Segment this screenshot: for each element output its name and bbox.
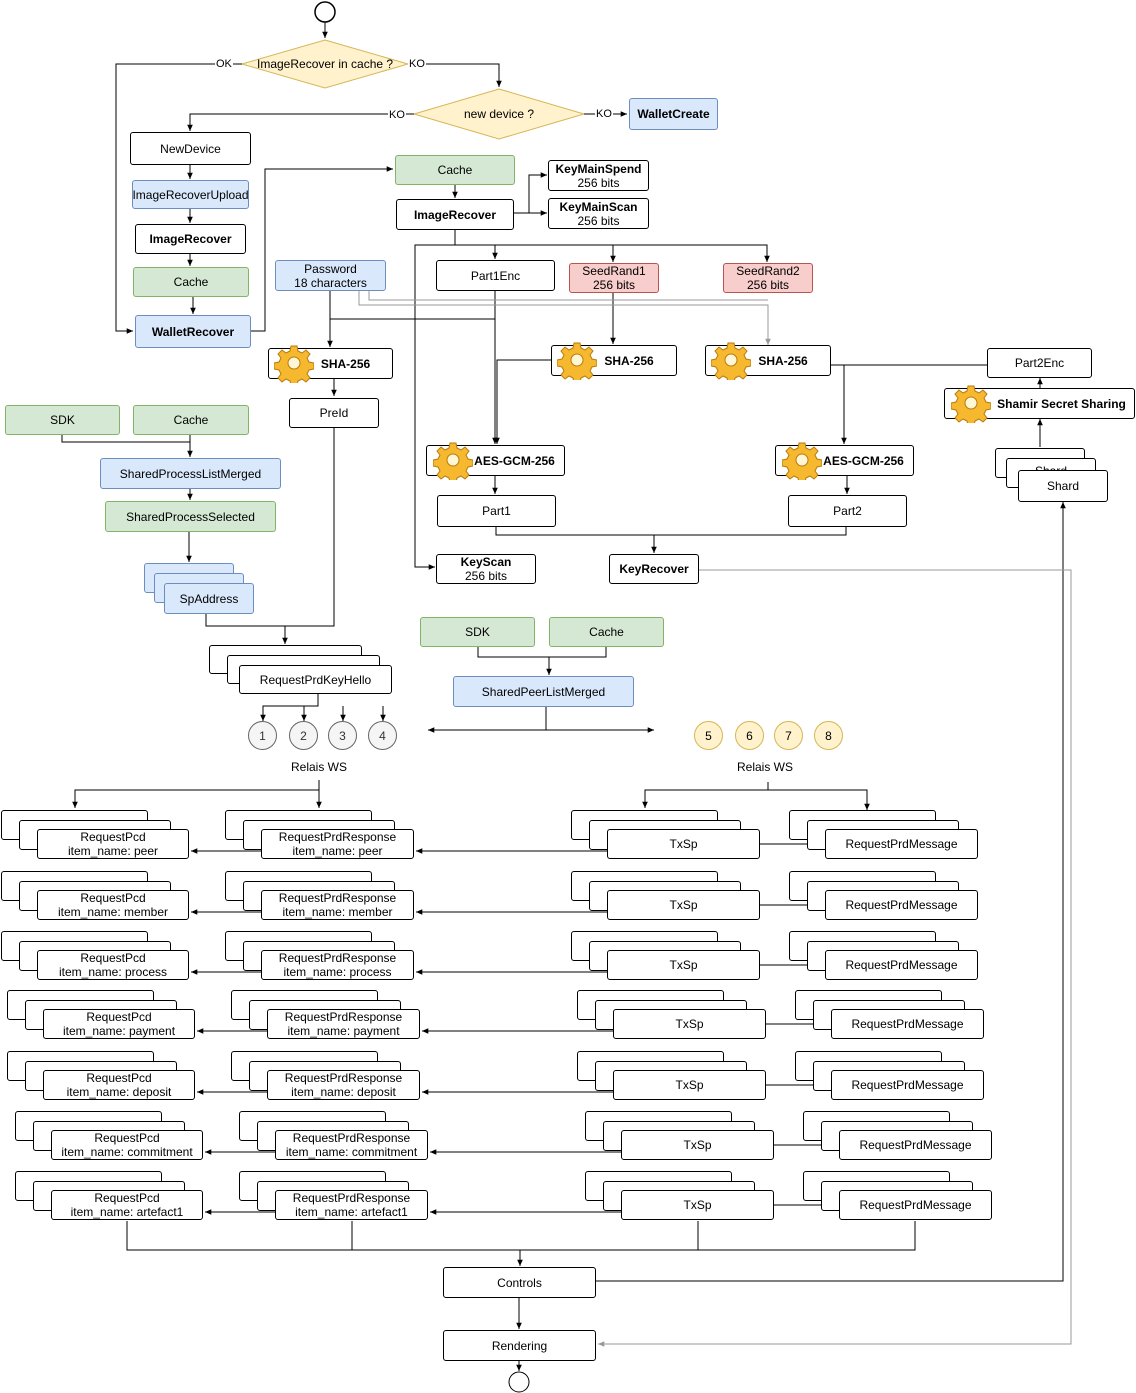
gear-icon xyxy=(711,342,751,380)
new-device-node: NewDevice xyxy=(130,132,251,165)
image-recover-left-node: ImageRecover xyxy=(135,224,246,254)
request-message-node: RequestPrdMessage xyxy=(831,1070,984,1100)
request-message-node: RequestPrdMessage xyxy=(825,950,978,980)
edge-label-ok: OK xyxy=(215,58,233,70)
txsp-node: TxSp xyxy=(613,1009,766,1039)
txsp-node: TxSp xyxy=(621,1130,774,1160)
sp-address-node: SpAddress xyxy=(164,583,254,614)
cache-left-node: Cache xyxy=(133,267,249,297)
decision-cache-diamond xyxy=(240,39,410,89)
wallet-recover-node: WalletRecover xyxy=(135,315,251,348)
relay-node-6: 6 xyxy=(735,721,764,750)
request-key-hello-node: RequestPrdKeyHello xyxy=(239,665,392,694)
sdk-right-node: SDK xyxy=(420,617,535,647)
relay-node-2: 2 xyxy=(289,721,318,750)
request-message-node: RequestPrdMessage xyxy=(825,890,978,920)
key-recover-node: KeyRecover xyxy=(609,554,699,584)
shared-peer-list-node: SharedPeerListMerged xyxy=(453,676,634,707)
txsp-node: TxSp xyxy=(607,890,760,920)
gear-icon xyxy=(557,342,597,380)
relay-node-7: 7 xyxy=(774,721,803,750)
request-message-node: RequestPrdMessage xyxy=(839,1190,992,1220)
gear-icon xyxy=(433,442,473,480)
shared-process-list-node: SharedProcessListMerged xyxy=(100,458,281,489)
edge-label-ko-device-right: KO xyxy=(595,108,613,120)
relay-node-4: 4 xyxy=(368,721,397,750)
request-message-node: RequestPrdMessage xyxy=(825,829,978,859)
controls-node: Controls xyxy=(443,1267,596,1298)
decision-device-label: new device ? xyxy=(464,107,535,121)
txsp-node: TxSp xyxy=(607,829,760,859)
shard-node: Shard xyxy=(1018,470,1108,502)
cache-top-node: Cache xyxy=(395,155,515,185)
start-node xyxy=(314,1,336,23)
relay-node-3: 3 xyxy=(328,721,357,750)
relay-node-8: 8 xyxy=(814,721,843,750)
txsp-node: TxSp xyxy=(621,1190,774,1220)
sdk-left-node: SDK xyxy=(5,405,120,435)
image-recover-upload-node: ImageRecoverUpload xyxy=(132,180,249,209)
relay-node-1: 1 xyxy=(248,721,277,750)
edge-label-ko-cache: KO xyxy=(408,58,426,70)
rendering-node: Rendering xyxy=(443,1330,596,1361)
gear-icon xyxy=(274,345,314,383)
image-recover-node: ImageRecover xyxy=(396,199,514,230)
cache-right-node: Cache xyxy=(549,617,664,647)
relay-left-label: Relais WS xyxy=(291,760,348,774)
txsp-node: TxSp xyxy=(613,1070,766,1100)
part1-node: Part1 xyxy=(437,495,556,527)
decision-device-diamond xyxy=(412,88,586,140)
decision-cache-label: ImageRecover in cache ? xyxy=(257,57,394,71)
shared-process-selected-node: SharedProcessSelected xyxy=(105,501,276,532)
cache-mid-node: Cache xyxy=(133,405,249,435)
gear-icon xyxy=(951,385,991,423)
relay-node-5: 5 xyxy=(694,721,723,750)
gear-icon xyxy=(782,442,822,480)
end-node xyxy=(508,1371,530,1393)
edge-label-ko-device-left: KO xyxy=(388,109,406,121)
part1enc-node: Part1Enc xyxy=(436,260,555,291)
request-message-node: RequestPrdMessage xyxy=(831,1009,984,1039)
txsp-node: TxSp xyxy=(607,950,760,980)
wallet-create-node: WalletCreate xyxy=(629,98,718,130)
request-message-node: RequestPrdMessage xyxy=(839,1130,992,1160)
relay-right-label: Relais WS xyxy=(737,760,794,774)
part2-node: Part2 xyxy=(788,495,907,527)
preid-node: PreId xyxy=(289,398,379,428)
part2enc-node: Part2Enc xyxy=(987,348,1092,378)
